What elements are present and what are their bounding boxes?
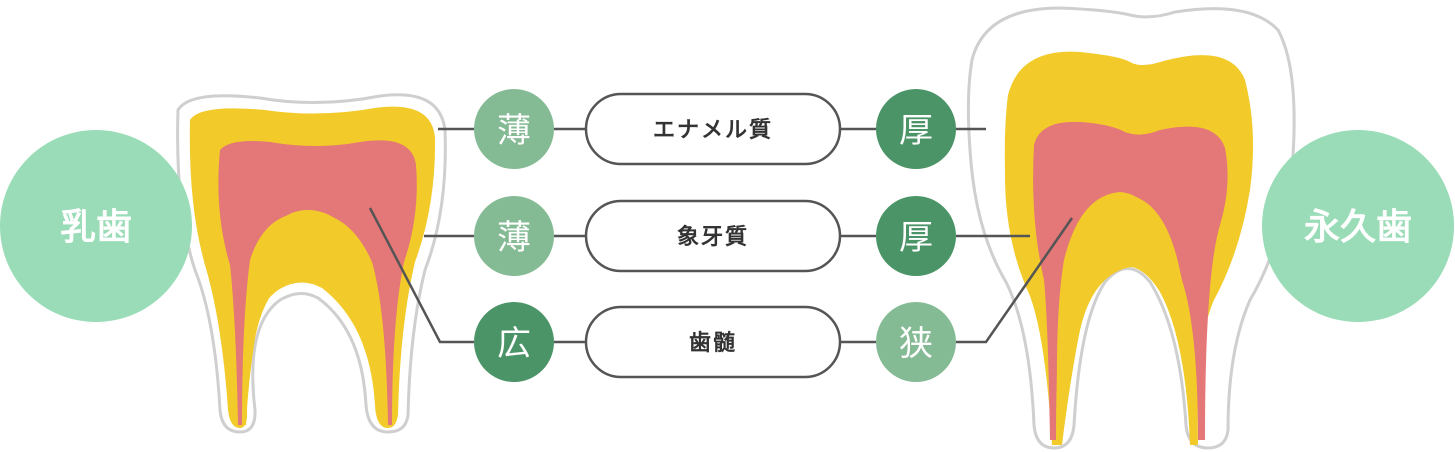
row2-right-label: 厚 — [899, 218, 933, 258]
connector-right-row3 — [956, 217, 1074, 344]
connector-left-row3 — [368, 207, 474, 344]
row1-pill — [584, 92, 842, 166]
permanent-tooth-illustration — [966, 6, 1296, 450]
permanent-tooth-dentin — [1033, 121, 1228, 440]
permanent-tooth-label: 永久歯 — [1304, 207, 1412, 248]
row1-right-dot — [876, 89, 956, 169]
row2-left-label: 薄 — [497, 218, 531, 258]
row3-left-label: 広 — [497, 324, 531, 364]
row-dentin: 薄 象牙質 厚 — [474, 196, 956, 276]
connector-lines — [368, 127, 1074, 344]
baby-tooth-pulp — [242, 212, 388, 425]
row-enamel: 薄 エナメル質 厚 — [474, 89, 956, 169]
row2-left-dot — [474, 196, 554, 276]
row2-pill — [584, 199, 842, 273]
permanent-tooth-badge: 永久歯 — [1262, 130, 1454, 322]
row2-right-dot — [876, 196, 956, 276]
row3-pill — [584, 305, 842, 379]
row-pulp: 広 歯髄 狭 — [474, 302, 956, 382]
row2-center-label: 象牙質 — [677, 224, 749, 250]
baby-tooth-label: 乳歯 — [60, 207, 132, 248]
baby-tooth-badge: 乳歯 — [0, 130, 192, 322]
baby-tooth-dentin — [218, 140, 417, 425]
row1-center-label: エナメル質 — [653, 118, 773, 143]
baby-tooth-illustration — [176, 93, 447, 434]
row3-center-label: 歯髄 — [689, 330, 737, 356]
row1-left-label: 薄 — [497, 111, 531, 151]
permanent-tooth-pulp — [1056, 194, 1196, 440]
row1-right-label: 厚 — [899, 111, 933, 151]
row3-right-label: 狭 — [899, 324, 933, 364]
row1-left-dot — [474, 89, 554, 169]
row3-left-dot — [474, 302, 554, 382]
row3-right-dot — [876, 302, 956, 382]
